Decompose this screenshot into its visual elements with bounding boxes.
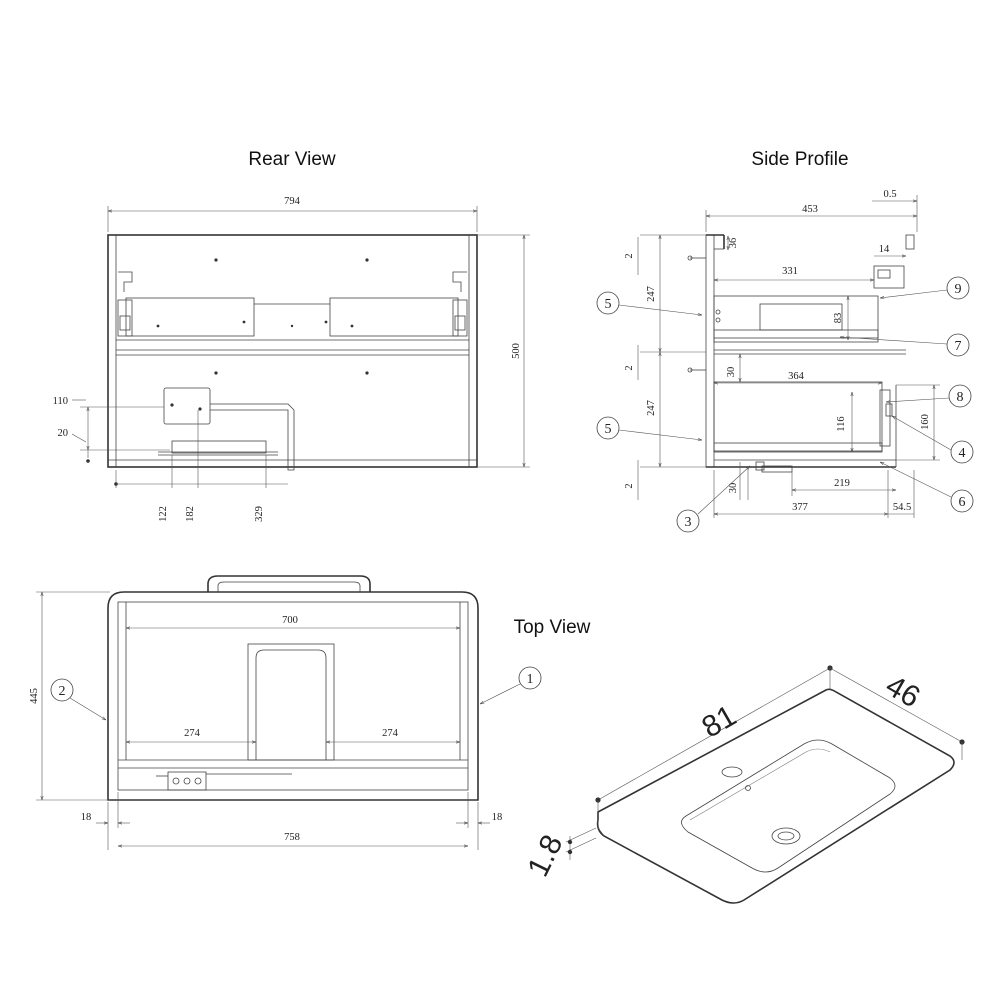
rear-cabinet-body xyxy=(107,234,478,471)
side-dim-83: 83 xyxy=(833,313,844,324)
balloon-1: 1 xyxy=(480,666,542,704)
side-balloons: 5 5 9 7 8 xyxy=(596,276,974,533)
top-cabinet-body xyxy=(107,575,479,801)
top-dim-18a: 18 xyxy=(81,812,92,823)
svg-text:1: 1 xyxy=(527,672,534,687)
side-dim-30b: 30 xyxy=(728,483,739,494)
svg-text:2: 2 xyxy=(59,684,66,699)
rear-dim-329: 329 xyxy=(254,506,265,522)
rear-width-label: 794 xyxy=(284,196,301,207)
svg-text:5: 5 xyxy=(605,422,612,437)
svg-text:8: 8 xyxy=(957,390,964,405)
basin-length: 81 xyxy=(697,699,742,744)
side-profile-body xyxy=(687,234,915,473)
rear-dim-20: 20 xyxy=(58,428,69,439)
rear-dim-122: 122 xyxy=(158,506,169,522)
rear-view-title: Rear View xyxy=(248,149,336,170)
rear-height-dimension: 500 xyxy=(478,234,530,468)
top-dim-758: 758 xyxy=(284,832,300,843)
top-dim-274-group: 274 274 xyxy=(126,728,460,742)
top-view-title: Top View xyxy=(514,617,591,638)
side-dim-247a: 247 xyxy=(646,286,657,302)
top-dim-18b: 18 xyxy=(492,812,503,823)
balloon-8: 8 xyxy=(886,384,972,408)
side-dim-36: 36 xyxy=(728,238,739,249)
rear-height-label: 500 xyxy=(511,343,522,359)
rear-dim-182: 182 xyxy=(185,506,196,522)
side-dim-30a: 30 xyxy=(726,367,737,378)
basin-width: 46 xyxy=(880,669,925,714)
side-dim-453: 453 xyxy=(802,204,818,215)
side-dim-2b: 2 xyxy=(624,365,635,370)
side-dim-160: 160 xyxy=(920,414,931,430)
side-dim-545: 54.5 xyxy=(893,502,911,513)
side-dim-2a: 2 xyxy=(624,253,635,258)
balloon-2: 2 xyxy=(50,678,106,720)
svg-text:6: 6 xyxy=(959,495,966,510)
side-dim-247b: 247 xyxy=(646,400,657,416)
side-dim-2c: 2 xyxy=(624,483,635,488)
side-dim-05: 0.5 xyxy=(883,189,896,200)
balloon-7: 7 xyxy=(840,333,970,357)
rear-width-dimension: 794 xyxy=(107,196,478,232)
top-bottom-dimensions: 18 18 758 xyxy=(81,792,503,850)
basin-thickness: 1.8 xyxy=(521,830,569,882)
side-profile-title: Side Profile xyxy=(751,149,848,170)
side-bottom-dimensions: 30 219 377 54.5 xyxy=(713,462,915,518)
svg-text:4: 4 xyxy=(959,446,966,461)
side-inner-dimensions: 36 14 331 83 30 364 116 160 xyxy=(714,236,940,461)
top-dim-700: 700 xyxy=(282,615,298,626)
rear-left-dimensions: 110 20 xyxy=(53,396,170,463)
basin-isometric: 81 46 1.8 xyxy=(521,665,965,904)
balloon-4: 4 xyxy=(892,416,974,464)
side-top-dimensions: 453 0.5 xyxy=(705,189,918,232)
top-dim-445: 445 xyxy=(29,688,40,704)
side-left-dimensions: 2 247 2 247 2 xyxy=(624,234,706,500)
rear-view: Rear View 794 500 xyxy=(53,149,530,522)
top-dim-274b: 274 xyxy=(382,728,399,739)
svg-text:9: 9 xyxy=(955,282,962,297)
side-dim-14: 14 xyxy=(879,244,890,255)
svg-text:5: 5 xyxy=(605,297,612,312)
top-view: Top View 700 xyxy=(29,575,591,850)
side-dim-331: 331 xyxy=(782,266,798,277)
top-dim-274a: 274 xyxy=(184,728,201,739)
balloon-6: 6 xyxy=(880,462,974,513)
rear-bottom-dimensions: 122 182 329 xyxy=(114,410,288,522)
side-dim-377: 377 xyxy=(792,502,808,513)
balloon-5-upper: 5 xyxy=(596,291,702,315)
side-profile: Side Profile 453 0.5 xyxy=(596,149,974,533)
svg-text:3: 3 xyxy=(685,515,692,530)
balloon-5-lower: 5 xyxy=(596,416,702,440)
side-dim-364: 364 xyxy=(788,371,805,382)
rear-dim-110: 110 xyxy=(53,396,68,407)
side-dim-219: 219 xyxy=(834,478,850,489)
top-dim-700-group: 700 xyxy=(126,615,460,628)
side-dim-116: 116 xyxy=(836,416,847,431)
balloon-3: 3 xyxy=(676,466,750,533)
balloon-9: 9 xyxy=(880,276,970,300)
svg-text:7: 7 xyxy=(955,339,962,354)
top-dim-445-group: 445 xyxy=(29,591,110,801)
